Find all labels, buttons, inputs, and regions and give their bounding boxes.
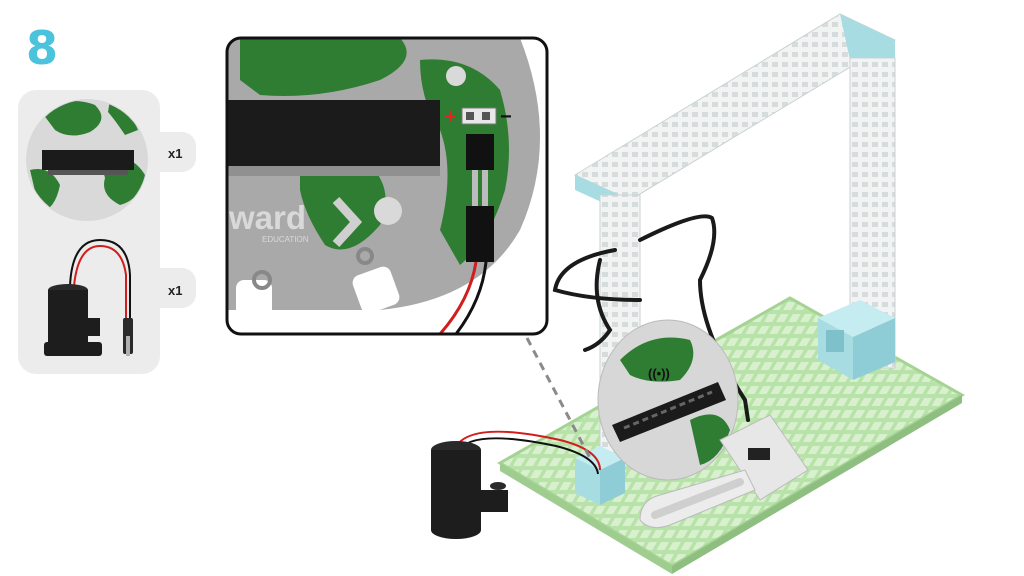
pump-body (48, 290, 88, 342)
gear-icon (356, 247, 374, 265)
brand-subtext: EDUCATION (262, 235, 309, 244)
pump-plug (466, 134, 494, 170)
pump-plug (466, 206, 494, 262)
board-hole (446, 66, 466, 86)
pump-plug-pin (126, 336, 130, 356)
part-quantity-pump: x1 (168, 283, 183, 298)
water-pump-assembled (431, 430, 601, 539)
globe-land (40, 101, 102, 136)
globe-land (108, 100, 138, 135)
pump-wire-black (69, 238, 131, 320)
chevron-logo-icon (332, 196, 363, 248)
microbit-board-assembled: ((•)) (597, 319, 739, 481)
wire-red (438, 261, 478, 334)
minus-sign: − (500, 106, 512, 128)
microbit-pins (227, 166, 440, 176)
board-pad (352, 266, 400, 314)
moisture-sensor (639, 414, 809, 529)
part-quantity-microbit: x1 (168, 146, 183, 161)
pump-base (44, 342, 102, 356)
wire-black (454, 261, 488, 334)
callout-leader-line (525, 337, 592, 459)
callout-border (225, 36, 549, 336)
globe-land (240, 38, 407, 96)
plug-pin (472, 170, 478, 206)
plus-sign: + (444, 104, 457, 129)
board-hole (374, 197, 402, 225)
zoom-callout: ward EDUCATION + − (225, 36, 549, 336)
part-water-pump (44, 238, 133, 356)
plug-pin (482, 170, 488, 206)
brand-text: ward (228, 199, 306, 236)
microbit-pins (48, 170, 128, 175)
part-microbit-board (26, 99, 148, 221)
cube-connector (818, 300, 895, 380)
pump-wire-red (73, 244, 127, 320)
signal-icon: ((•)) (648, 366, 670, 381)
gear-icon (252, 270, 272, 290)
pump-outlet (86, 318, 100, 336)
cube-connector-small (575, 446, 625, 505)
microbit-slot (612, 382, 726, 442)
microbit-slot (42, 150, 134, 170)
board-pad (236, 280, 272, 334)
wire-red (454, 430, 601, 471)
step-number: 8 (26, 21, 59, 75)
microbit-slot (227, 100, 440, 166)
